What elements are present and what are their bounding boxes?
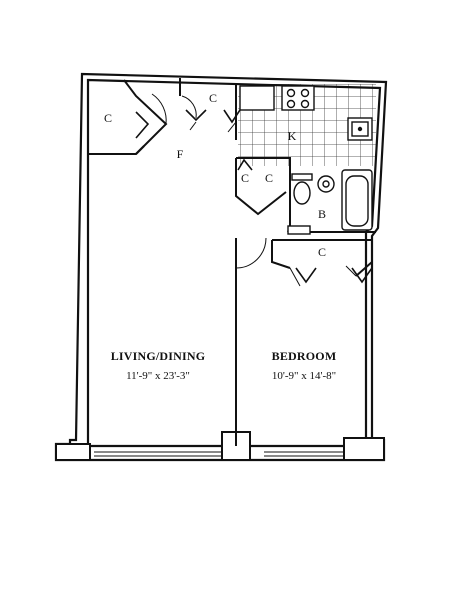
refrigerator (239, 85, 275, 111)
closet-label-foyer: C (209, 91, 217, 105)
living-dining-dims: 11'-9" x 23'-3" (126, 370, 190, 382)
toilet-tank (291, 173, 313, 181)
kitchen-fixtures (239, 85, 373, 141)
stove (281, 85, 315, 111)
bath-label: B (318, 207, 326, 221)
foyer-label: F (177, 147, 184, 161)
living-dining-label: LIVING/DINING (111, 349, 206, 363)
closet-label-kitchen-1: C (241, 171, 249, 185)
closet-doors (135, 109, 373, 284)
bathtub (341, 169, 373, 231)
door-swings (151, 93, 357, 287)
toilet-bowl (293, 181, 311, 205)
vanity (287, 225, 311, 235)
closet-label-kitchen-2: C (265, 171, 273, 185)
closet-label-corner: C (104, 111, 112, 125)
bath-sink (317, 175, 335, 193)
bedroom-label: BEDROOM (272, 349, 337, 363)
bath-fixtures (287, 169, 373, 235)
bedroom-dims: 10'-9" x 14'-8" (272, 370, 336, 382)
closet-label-bedroom: C (318, 245, 326, 259)
kitchen-label: K (288, 129, 297, 143)
